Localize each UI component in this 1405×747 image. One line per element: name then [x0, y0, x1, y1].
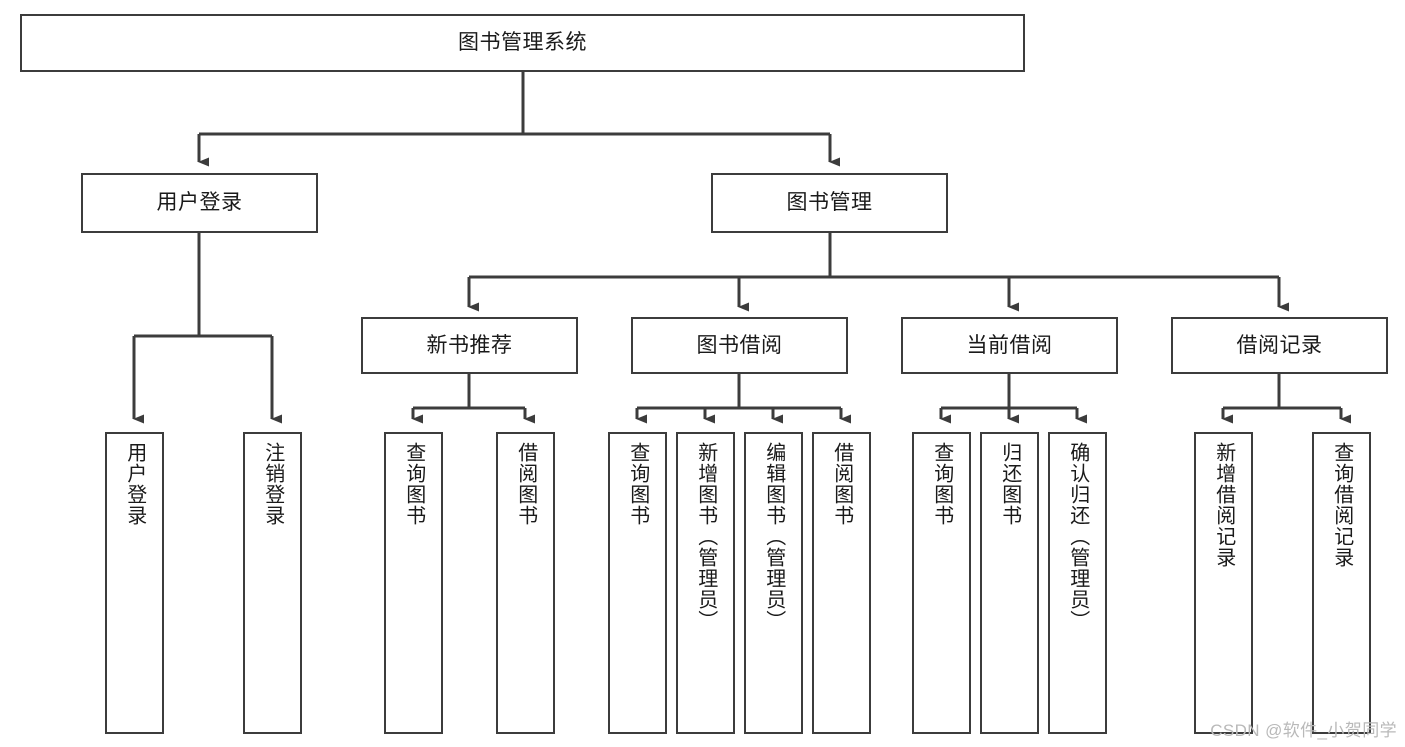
node-label: 查询图书	[626, 442, 649, 526]
node-label: 借阅图书	[514, 442, 537, 526]
node-leaf-return-book[interactable]: 归还图书	[980, 432, 1039, 734]
node-leaf-add-borrow-record[interactable]: 新增借阅记录	[1194, 432, 1253, 734]
node-label: 归还图书	[998, 442, 1021, 526]
node-label: 注销登录	[261, 442, 284, 526]
node-label: 借阅记录	[1236, 333, 1323, 357]
node-leaf-borrow-book[interactable]: 借阅图书	[812, 432, 871, 734]
node-label: 图书管理系统	[458, 31, 587, 55]
node-leaf-add-book[interactable]: 新增图书（管理员）	[676, 432, 735, 734]
watermark-text: CSDN @软件_小贺同学	[1210, 721, 1397, 740]
node-leaf-query-borrow-record[interactable]: 查询借阅记录	[1312, 432, 1371, 734]
node-root-book-management-system[interactable]: 图书管理系统	[20, 14, 1025, 72]
node-label: 借阅图书	[830, 442, 853, 526]
node-leaf-query-book-recommend[interactable]: 查询图书	[384, 432, 443, 734]
node-label: 查询图书	[930, 442, 953, 526]
node-book-management[interactable]: 图书管理	[711, 173, 948, 233]
node-label: 当前借阅	[966, 333, 1053, 357]
node-label: 用户登录	[123, 442, 146, 526]
node-label: 新增借阅记录	[1212, 442, 1235, 568]
node-leaf-user-login[interactable]: 用户登录	[105, 432, 164, 734]
node-label: 查询图书	[402, 442, 425, 526]
node-leaf-query-book-borrow[interactable]: 查询图书	[608, 432, 667, 734]
node-new-book-recommend[interactable]: 新书推荐	[361, 317, 578, 374]
node-label: 查询借阅记录	[1330, 442, 1353, 568]
node-label: 图书管理	[786, 191, 873, 215]
node-label: 编辑图书（管理员）	[762, 442, 785, 631]
node-leaf-confirm-return[interactable]: 确认归还（管理员）	[1048, 432, 1107, 734]
node-label: 新书推荐	[426, 333, 513, 357]
node-leaf-user-logout[interactable]: 注销登录	[243, 432, 302, 734]
node-user-login[interactable]: 用户登录	[81, 173, 318, 233]
node-borrow-record[interactable]: 借阅记录	[1171, 317, 1388, 374]
node-label: 新增图书（管理员）	[694, 442, 717, 631]
node-label: 用户登录	[156, 191, 243, 215]
node-leaf-edit-book[interactable]: 编辑图书（管理员）	[744, 432, 803, 734]
node-label: 确认归还（管理员）	[1066, 442, 1089, 631]
node-book-borrow[interactable]: 图书借阅	[631, 317, 848, 374]
node-label: 图书借阅	[696, 333, 783, 357]
node-leaf-borrow-book-recommend[interactable]: 借阅图书	[496, 432, 555, 734]
node-leaf-query-book-current[interactable]: 查询图书	[912, 432, 971, 734]
node-current-borrow[interactable]: 当前借阅	[901, 317, 1118, 374]
